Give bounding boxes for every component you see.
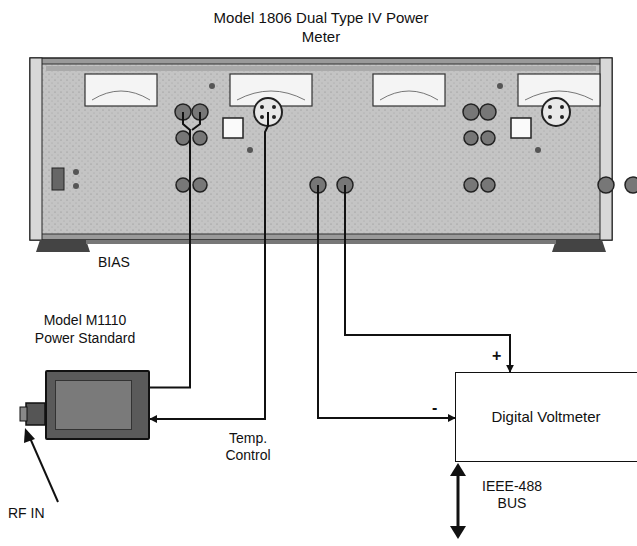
node-title: Model 1806 Dual Type IV Power Meter — [201, 5, 441, 47]
cable-label: - — [430, 398, 439, 417]
cable — [150, 248, 190, 388]
node-title: Digital Voltmeter — [491, 408, 600, 427]
housing-panel — [55, 380, 132, 430]
cable — [345, 248, 510, 372]
cable-label: BIAS — [96, 254, 132, 271]
cable — [150, 248, 265, 419]
port-label: RF IN — [6, 505, 47, 522]
cable-label: Temp. Control — [210, 430, 286, 464]
standard-housing — [45, 370, 150, 440]
power-standard: Model M1110 Power Standard — [20, 312, 150, 440]
node-title: Model M1110 Power Standard — [25, 312, 145, 347]
bus-label: IEEE-488 BUS — [472, 478, 552, 512]
cable — [318, 248, 455, 418]
cable-label: + — [490, 346, 503, 365]
power-meter: Model 1806 Dual Type IV Power Meter — [30, 5, 612, 248]
voltmeter-box: Digital Voltmeter — [455, 372, 637, 462]
